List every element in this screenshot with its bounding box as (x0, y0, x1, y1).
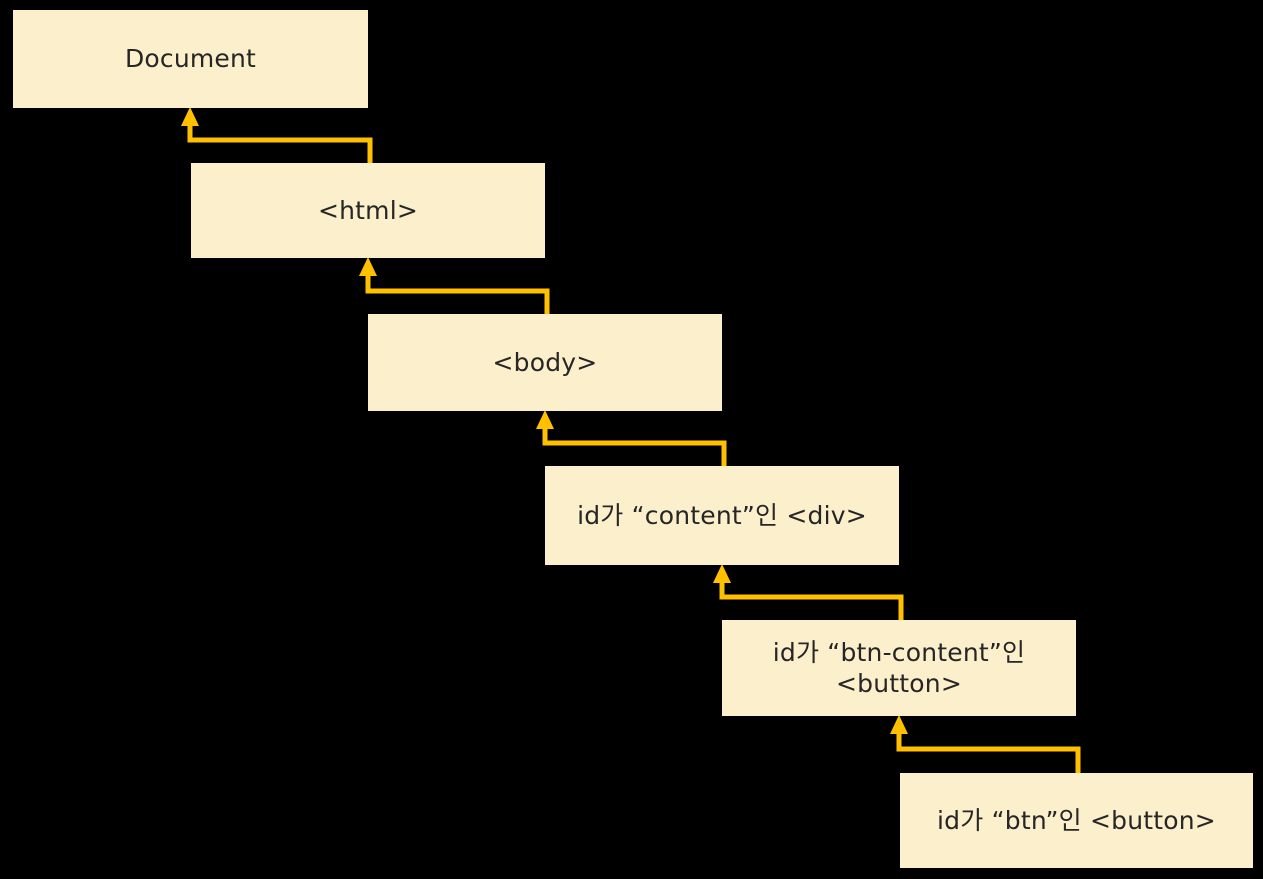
arrow-path (542, 421, 727, 466)
arrow-path (719, 575, 904, 620)
node-label: id가 “content”인 <div> (577, 500, 867, 530)
node-label: <html> (317, 195, 419, 225)
node-button-btn-content: id가 “btn-content”인 <button> (722, 620, 1076, 716)
node-html-element: <html> (191, 163, 545, 258)
node-body-element: <body> (368, 314, 722, 411)
node-document: Document (13, 10, 368, 108)
arrow-head (181, 107, 199, 126)
arrow-path (896, 727, 1081, 773)
node-button-btn: id가 “btn”인 <button> (900, 773, 1253, 868)
arrow-head (890, 715, 908, 734)
node-div-content: id가 “content”인 <div> (545, 466, 899, 565)
arrow-head (536, 410, 554, 429)
node-label: Document (124, 44, 257, 74)
arrow-path (365, 269, 550, 314)
arrow-head (713, 564, 731, 583)
arrow-head (359, 257, 377, 276)
node-label: id가 “btn”인 <button> (937, 805, 1216, 835)
arrow-path (187, 118, 373, 163)
node-label: id가 “btn-content”인 <button> (772, 637, 1026, 698)
node-label: <body> (492, 347, 598, 377)
